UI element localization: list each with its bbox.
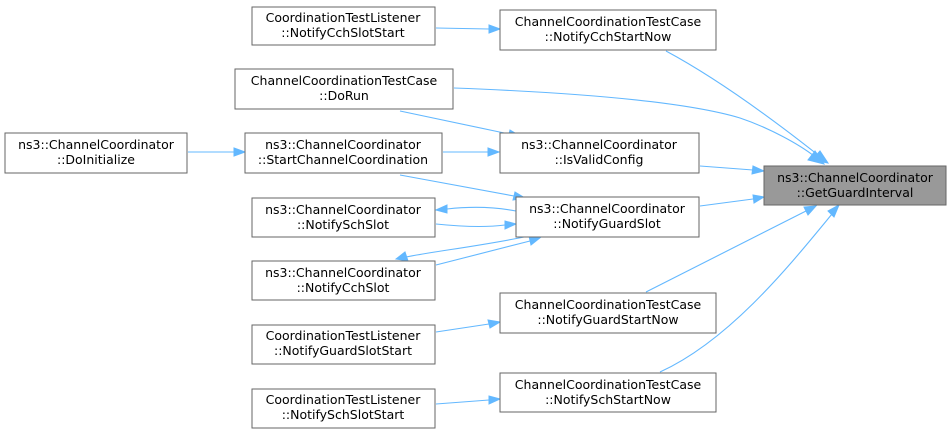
- edge-guard-now-to-target: [645, 210, 807, 293]
- node-line1: CoordinationTestListener: [266, 328, 422, 343]
- arrowhead: [807, 150, 826, 165]
- node-line2: ::StartChannelCoordination: [258, 152, 428, 167]
- node-line2: ::NotifyGuardSlotStart: [274, 343, 412, 358]
- node-line2: ::DoRun: [319, 88, 369, 103]
- arrowhead: [434, 204, 448, 214]
- node-line1: ChannelCoordinationTestCase: [515, 377, 702, 392]
- edge-guard-slot-to-target: [699, 198, 754, 207]
- edge-sch-slot-to-guard-slot: [435, 223, 506, 227]
- node-line2: ::NotifyCchSlot: [297, 280, 390, 295]
- arrowhead: [487, 147, 501, 157]
- node-line1: ChannelCoordinationTestCase: [515, 14, 702, 29]
- node-line2: ::NotifySchSlot: [297, 217, 389, 232]
- node-is-valid-config[interactable]: ns3::ChannelCoordinator ::IsValidConfig: [499, 132, 700, 174]
- node-line2: ::NotifySchSlotStart: [282, 407, 405, 422]
- edge-do-run-to-target: [453, 87, 815, 157]
- node-line2: ::NotifyGuardSlot: [553, 216, 661, 231]
- edge-notify-cch-now-to-target: [665, 50, 819, 156]
- node-line1: ns3::ChannelCoordinator: [529, 201, 686, 216]
- node-notify-sch-start-now[interactable]: ChannelCoordinationTestCase ::NotifySchS…: [499, 372, 717, 413]
- arrowhead: [488, 395, 502, 405]
- node-do-initialize[interactable]: ns3::ChannelCoordinator ::DoInitialize: [4, 132, 188, 174]
- edge-start-coord-to-guard-slot: [399, 174, 515, 197]
- node-line1: ns3::ChannelCoordinator: [265, 265, 422, 280]
- arrowhead: [233, 147, 247, 157]
- arrowhead: [752, 194, 766, 204]
- edge-listen-cch-to-notify-cch-now: [435, 27, 490, 30]
- node-start-channel-coordination[interactable]: ns3::ChannelCoordinator ::StartChannelCo…: [244, 132, 443, 174]
- node-line2: ::NotifySchStartNow: [545, 392, 671, 407]
- edge-listen-guard-to-guard-now: [435, 323, 490, 333]
- node-notify-sch-slot[interactable]: ns3::ChannelCoordinator ::NotifySchSlot: [251, 197, 436, 238]
- arrowhead: [827, 203, 841, 218]
- node-line1: ChannelCoordinationTestCase: [251, 73, 438, 88]
- edge-guard-slot-to-cch-slot: [405, 236, 525, 258]
- edge-do-run-to-is-valid: [399, 110, 510, 135]
- node-listener-notify-guard-slot-start[interactable]: CoordinationTestListener ::NotifyGuardSl…: [251, 324, 436, 365]
- node-line1: ChannelCoordinationTestCase: [515, 297, 702, 312]
- edge-guard-slot-to-sch-slot: [446, 206, 517, 212]
- arrowhead: [488, 24, 502, 34]
- arrowhead: [751, 165, 766, 175]
- node-line2: ::NotifyCchStartNow: [545, 29, 672, 44]
- node-line1: CoordinationTestListener: [266, 392, 422, 407]
- edge-sch-now-to-target: [659, 213, 833, 373]
- node-line2: ::IsValidConfig: [555, 152, 644, 167]
- node-notify-cch-slot[interactable]: ns3::ChannelCoordinator ::NotifyCchSlot: [251, 260, 436, 301]
- node-get-guard-interval[interactable]: ns3::ChannelCoordinator ::GetGuardInterv…: [763, 165, 947, 206]
- node-line2: ::NotifyGuardStartNow: [537, 312, 678, 327]
- node-notify-guard-start-now[interactable]: ChannelCoordinationTestCase ::NotifyGuar…: [499, 292, 717, 334]
- node-line2: ::DoInitialize: [57, 152, 135, 167]
- node-line2: ::GetGuardInterval: [797, 185, 914, 200]
- arrowhead: [803, 205, 818, 216]
- node-notify-guard-slot[interactable]: ns3::ChannelCoordinator ::NotifyGuardSlo…: [515, 196, 700, 238]
- edge-listen-sch-to-sch-now: [435, 399, 490, 405]
- arrowhead: [504, 220, 518, 230]
- node-line1: ns3::ChannelCoordinator: [521, 137, 678, 152]
- node-line1: ns3::ChannelCoordinator: [265, 202, 422, 217]
- node-listener-notify-cch-slot-start[interactable]: CoordinationTestListener ::NotifyCchSlot…: [251, 6, 436, 46]
- node-line1: ns3::ChannelCoordinator: [265, 137, 422, 152]
- node-line1: ns3::ChannelCoordinator: [777, 170, 934, 185]
- node-notify-cch-start-now[interactable]: ChannelCoordinationTestCase ::NotifyCchS…: [499, 9, 717, 51]
- node-listener-notify-sch-slot-start[interactable]: CoordinationTestListener ::NotifySchSlot…: [251, 388, 436, 429]
- node-line2: ::NotifyCchSlotStart: [281, 25, 404, 40]
- arrowhead: [487, 319, 502, 329]
- edge-cch-slot-to-guard-slot: [435, 240, 531, 266]
- node-line1: CoordinationTestListener: [266, 10, 422, 25]
- arrowhead: [394, 251, 409, 262]
- node-do-run[interactable]: ChannelCoordinationTestCase ::DoRun: [234, 68, 454, 110]
- edge-is-valid-to-target: [699, 165, 754, 171]
- node-line1: ns3::ChannelCoordinator: [18, 137, 175, 152]
